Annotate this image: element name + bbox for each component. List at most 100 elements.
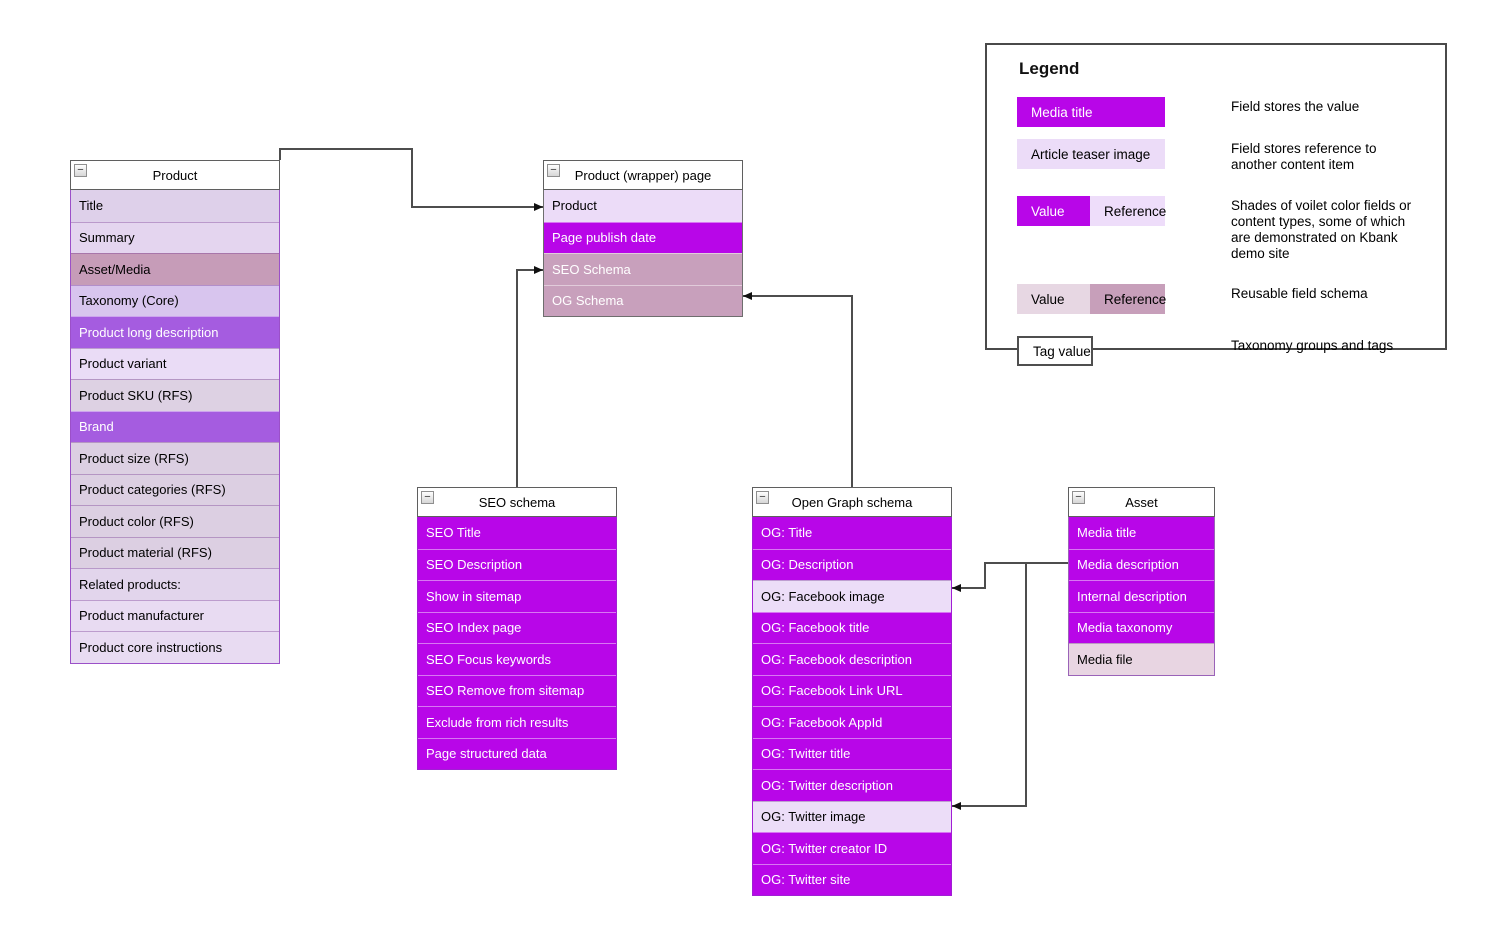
entity-row[interactable]: Internal description	[1069, 580, 1214, 612]
entity-row[interactable]: Product variant	[71, 347, 279, 379]
legend-description: Shades of voilet color fields or content…	[1231, 198, 1412, 261]
entity-row[interactable]: Page structured data	[418, 737, 616, 769]
connector-line[interactable]	[743, 292, 853, 487]
entity-row[interactable]: Summary	[71, 221, 279, 253]
entity-row[interactable]: Product long description	[71, 316, 279, 348]
legend-swatch: Media title	[1017, 97, 1165, 127]
legend-swatch: Tag value	[1017, 336, 1093, 366]
entity-row[interactable]: SEO Remove from sitemap	[418, 674, 616, 706]
legend-box[interactable]: Legend Media title Field stores the value…	[985, 43, 1447, 366]
entity-title: SEO schema	[478, 494, 556, 510]
legend-swatches: Article teaser image	[1017, 139, 1231, 169]
collapse-icon[interactable]: −	[1072, 491, 1085, 504]
legend-description: Taxonomy groups and tags	[1231, 338, 1394, 353]
entity-row[interactable]: Page publish date	[544, 221, 742, 253]
legend-description: Field stores the value	[1231, 99, 1360, 114]
entity-row[interactable]: OG Schema	[544, 284, 742, 316]
legend-description: Field stores reference to another conten…	[1231, 141, 1377, 172]
entity-row[interactable]: Media title	[1069, 517, 1214, 549]
legend-swatches: Tag value	[1017, 336, 1231, 366]
entity-row[interactable]: OG: Facebook AppId	[753, 706, 951, 738]
connector-line[interactable]	[952, 562, 1068, 592]
entity-row[interactable]: SEO Focus keywords	[418, 643, 616, 675]
legend-swatch: Reference	[1090, 196, 1166, 226]
legend-swatch: Article teaser image	[1017, 139, 1165, 169]
entity-row[interactable]: Media description	[1069, 548, 1214, 580]
entity-row[interactable]: Product	[544, 190, 742, 222]
entity-row[interactable]: SEO Index page	[418, 611, 616, 643]
connector-line[interactable]	[516, 266, 543, 487]
connector-line[interactable]	[279, 148, 543, 211]
legend-swatch: Reference	[1090, 284, 1166, 314]
entity-row[interactable]: OG: Facebook image	[753, 580, 951, 612]
entity-title: Product (wrapper) page	[574, 167, 712, 183]
entity-row[interactable]: OG: Twitter description	[753, 769, 951, 801]
entity-row[interactable]: Product SKU (RFS)	[71, 379, 279, 411]
legend-title: Legend	[1019, 59, 1080, 78]
entity-row[interactable]: Product size (RFS)	[71, 442, 279, 474]
entity-row[interactable]: OG: Twitter creator ID	[753, 832, 951, 864]
entity-header[interactable]: − Open Graph schema	[752, 487, 952, 517]
entity-row[interactable]: OG: Twitter site	[753, 863, 951, 895]
entity-row[interactable]: Product color (RFS)	[71, 505, 279, 537]
entity-row[interactable]: Title	[71, 190, 279, 222]
entity-row[interactable]: SEO Schema	[544, 253, 742, 285]
entity-header[interactable]: − Product (wrapper) page	[543, 160, 743, 190]
entity-row[interactable]: Brand	[71, 410, 279, 442]
collapse-icon[interactable]: −	[756, 491, 769, 504]
entity-row[interactable]: Product categories (RFS)	[71, 473, 279, 505]
entity-row[interactable]: Product core instructions	[71, 631, 279, 663]
entity-row[interactable]: OG: Title	[753, 517, 951, 549]
connector-line[interactable]	[952, 562, 1068, 810]
entity-row[interactable]: Product material (RFS)	[71, 536, 279, 568]
entity-row[interactable]: Media file	[1069, 643, 1214, 675]
entity-row[interactable]: OG: Twitter image	[753, 800, 951, 832]
legend-item: Article teaser image Field stores referen…	[1017, 139, 1427, 173]
entity-row[interactable]: Related products:	[71, 568, 279, 600]
legend-swatch: Value	[1017, 196, 1090, 226]
legend-swatches: Media title	[1017, 97, 1231, 127]
entity-row[interactable]: SEO Title	[418, 517, 616, 549]
entity-header[interactable]: − Product	[70, 160, 280, 190]
entity-row[interactable]: Asset/Media	[71, 253, 279, 285]
entity-title: Asset	[1125, 494, 1158, 510]
entity-title: Open Graph schema	[791, 494, 913, 510]
legend-item: Media title Field stores the value	[1017, 97, 1427, 127]
legend-swatch: Value	[1017, 284, 1090, 314]
legend-item: Tag value Taxonomy groups and tags	[1017, 336, 1427, 366]
entity-row[interactable]: OG: Facebook title	[753, 611, 951, 643]
entity-row[interactable]: Show in sitemap	[418, 580, 616, 612]
legend-description: Reusable field schema	[1231, 286, 1368, 301]
entity-row[interactable]: SEO Description	[418, 548, 616, 580]
entity-row[interactable]: OG: Facebook Link URL	[753, 674, 951, 706]
collapse-icon[interactable]: −	[74, 164, 87, 177]
entity-title: Product	[152, 167, 198, 183]
entity-header[interactable]: − SEO schema	[417, 487, 617, 517]
entity-row[interactable]: Exclude from rich results	[418, 706, 616, 738]
entity-row[interactable]: OG: Facebook description	[753, 643, 951, 675]
entity-row[interactable]: Taxonomy (Core)	[71, 284, 279, 316]
entity-header[interactable]: − Asset	[1068, 487, 1215, 517]
entity-row[interactable]: Product manufacturer	[71, 599, 279, 631]
collapse-icon[interactable]: −	[421, 491, 434, 504]
entity-row[interactable]: OG: Description	[753, 548, 951, 580]
entity-row[interactable]: Media taxonomy	[1069, 611, 1214, 643]
entity-row[interactable]: OG: Twitter title	[753, 737, 951, 769]
collapse-icon[interactable]: −	[547, 164, 560, 177]
